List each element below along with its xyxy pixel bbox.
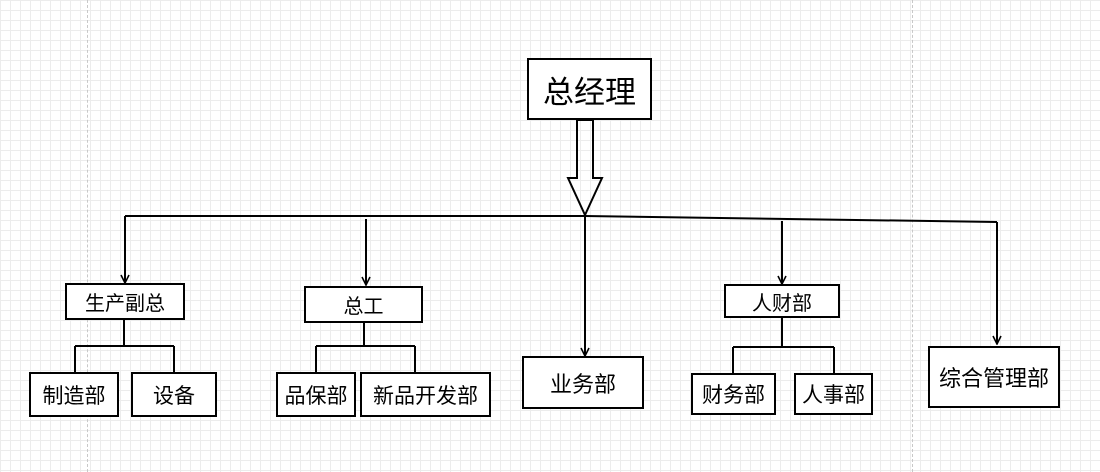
node-equipment: 设备 — [131, 372, 217, 417]
node-hr-dept: 人事部 — [794, 373, 873, 415]
page-guide-left — [87, 0, 88, 472]
page-guide-right — [912, 0, 913, 472]
node-finance-hr-dept: 人财部 — [724, 284, 840, 318]
node-general-admin-dept: 综合管理部 — [928, 346, 1060, 408]
node-chief-engineer: 总工 — [304, 286, 423, 323]
node-business-dept: 业务部 — [522, 356, 644, 409]
node-finance-dept: 财务部 — [691, 373, 776, 415]
bracket-production — [74, 320, 175, 372]
node-general-manager: 总经理 — [527, 58, 652, 120]
bracket-finance-hr — [732, 318, 835, 373]
node-production-vp: 生产副总 — [65, 283, 185, 320]
node-new-product-dev-dept: 新品开发部 — [360, 372, 491, 417]
bracket-engineering — [315, 323, 416, 372]
node-quality-assurance-dept: 品保部 — [276, 372, 356, 417]
main-bus-line — [125, 215, 998, 223]
root-block-arrow — [566, 119, 604, 218]
node-manufacturing-dept: 制造部 — [29, 372, 119, 417]
